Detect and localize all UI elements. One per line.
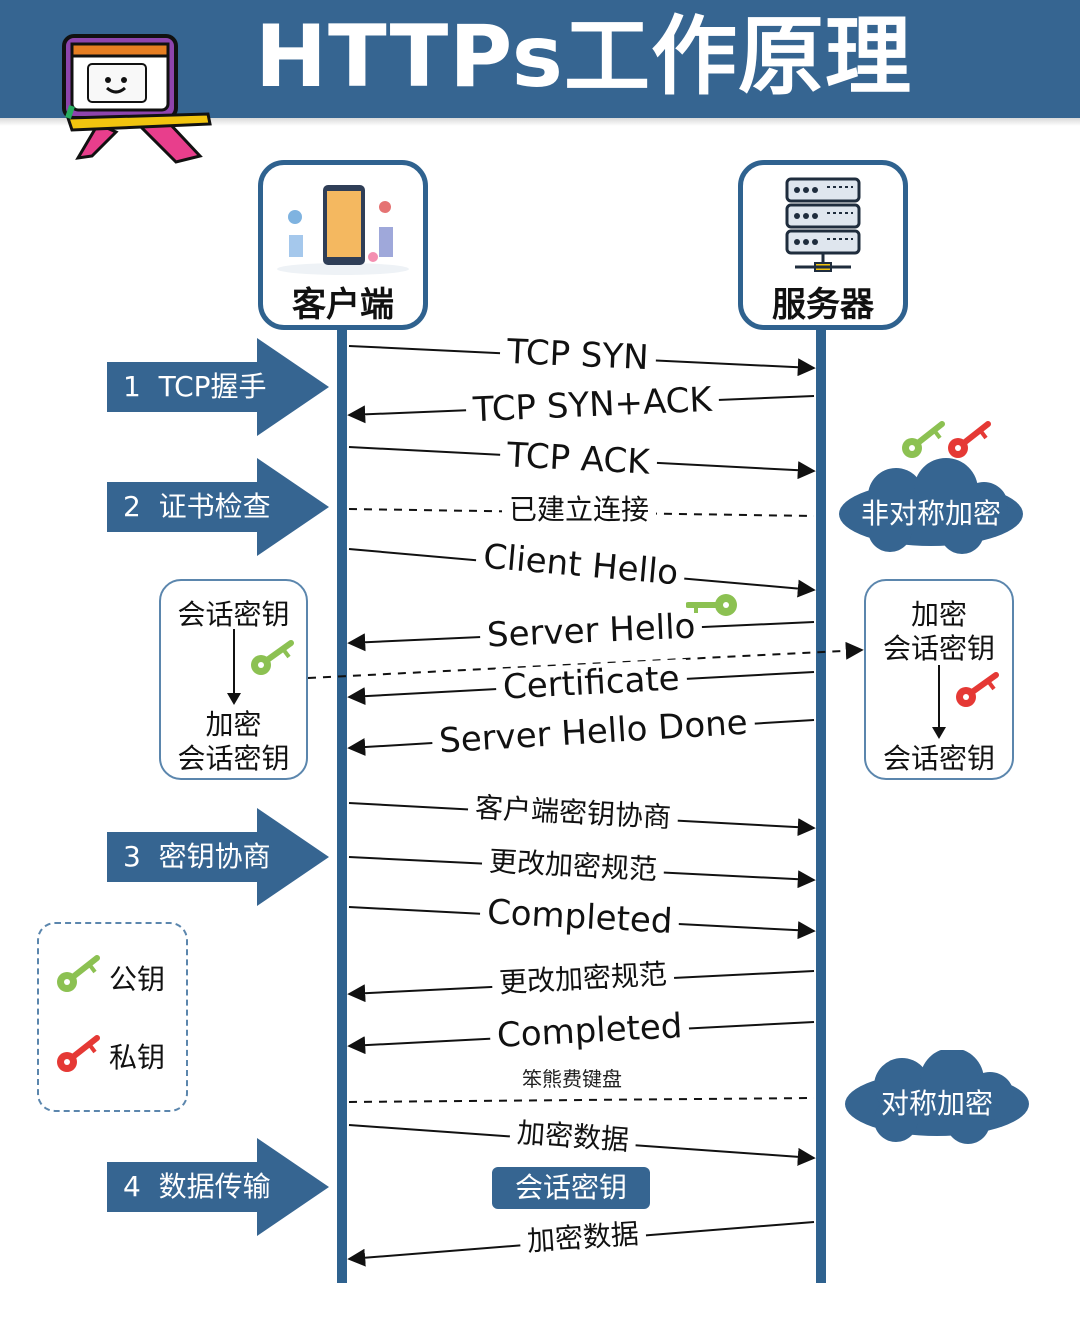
step-label: 数据传输 [158,1170,271,1203]
step-arrow-shape [107,1138,329,1236]
public-key-icon [57,955,100,992]
down-arrow-icon [932,665,946,739]
cloud-shape [839,458,1023,554]
server-lifeline [816,318,826,1283]
step-number: 1 [123,370,141,403]
step-number: 4 [123,1170,141,1203]
session-key-text: 会话密钥 [177,598,290,631]
message-label: TCP SYN [499,332,657,379]
server-rack-icon [785,177,861,272]
step-data-transfer: 4 数据传输 [107,1138,329,1236]
mobile-phone-icon [277,185,409,275]
step-number: 3 [123,840,141,873]
message-label: TCP ACK [499,435,658,484]
down-arrow-icon [227,629,241,705]
client-lifeline [337,318,347,1283]
asymmetric-encryption-cloud: 非对称加密 [834,458,1028,558]
server-label: 服务器 [772,285,874,325]
server-session-key-box: 加密 会话密钥 会话密钥 [864,579,1014,780]
private-key-icon [57,1035,100,1072]
step-arrow-shape [107,458,329,556]
symmetric-encryption-label: 对称加密 [880,1087,993,1120]
session-key-badge: 会话密钥 [492,1167,650,1209]
session-key-text: 会话密钥 [177,742,290,775]
private-key-icon [948,421,991,458]
step-arrow-shape [107,808,329,906]
public-key-icon [686,594,737,616]
header-shadow [0,118,1080,126]
encrypt-text: 加密 [910,598,967,631]
client-label: 客户端 [292,285,394,325]
legend-public-key-label: 公钥 [109,963,166,996]
cloud-shape [845,1048,1029,1144]
step-label: 密钥协商 [158,840,271,873]
step-key-negotiation: 3 密钥协商 [107,808,329,906]
laptop-logo-icon [62,34,212,164]
public-key-icon [251,640,294,675]
message-label: 已建立连接 [502,493,657,527]
session-key-text: 会话密钥 [882,632,995,665]
watermark: 笨熊费键盘 [522,1067,622,1091]
step-label: TCP握手 [158,370,267,403]
private-key-icon [956,672,999,707]
legend: 公钥 私钥 [37,922,188,1112]
client-session-key-box: 会话密钥 加密 会话密钥 [159,579,308,780]
step-number: 2 [123,490,141,523]
symmetric-encryption-cloud: 对称加密 [840,1048,1034,1150]
legend-private-key-label: 私钥 [109,1041,166,1074]
step-label: 证书检查 [158,490,271,523]
step-tcp-handshake: 1 TCP握手 [107,338,329,436]
asymmetric-encryption-label: 非对称加密 [860,497,1001,530]
session-key-text: 会话密钥 [882,742,995,775]
step-certificate-check: 2 证书检查 [107,458,329,556]
public-key-icon [902,421,945,458]
step-arrow-shape [107,338,329,436]
symmetric-section-line [348,1097,815,1103]
header-banner: HTTPs工作原理 [0,0,1080,118]
server-node: 服务器 [738,160,908,330]
page-title: HTTPs工作原理 [255,7,912,107]
client-node: 客户端 [258,160,428,330]
encrypt-text: 加密 [205,708,262,741]
